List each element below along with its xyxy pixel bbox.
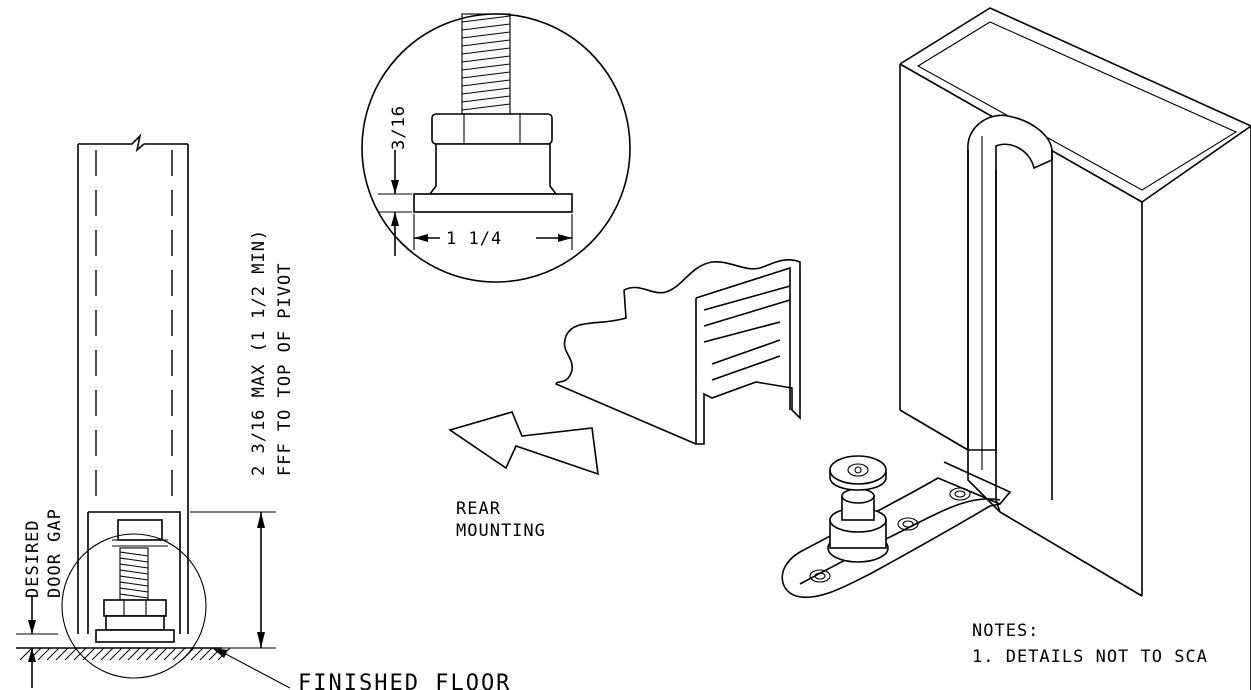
- door-elevation: DESIRED DOOR GAP 2 3/16 MAX (1 1/2 MIN) …: [16, 133, 511, 690]
- hatch-line: [46, 647, 60, 661]
- hatch-line: [64, 647, 78, 661]
- hatch-line: [55, 647, 69, 661]
- thread-line: [461, 63, 511, 71]
- finished-floor-label: FINISHED FLOOR: [298, 671, 511, 690]
- hatch-line: [109, 647, 123, 661]
- hatch-line: [199, 647, 213, 661]
- hatch-line: [181, 647, 195, 661]
- hatch-line: [100, 647, 114, 661]
- hatch-line: [91, 647, 105, 661]
- rear-label-1: REAR: [456, 499, 501, 519]
- detail-width-label: 1 1/4: [446, 229, 502, 249]
- vertical-dimension-label-1: 2 3/16 MAX (1 1/2 MIN): [249, 229, 269, 476]
- hatch-line: [172, 647, 186, 661]
- notes-block: NOTES: 1. DETAILS NOT TO SCA: [972, 621, 1208, 667]
- vertical-dimension-label-2: FFF TO TOP OF PIVOT: [275, 263, 295, 476]
- notes-title: NOTES:: [972, 621, 1039, 641]
- threaded-stud: [119, 547, 149, 601]
- thread-line: [461, 55, 511, 63]
- hatch-line: [136, 647, 150, 661]
- hatch-line: [163, 647, 177, 661]
- hatch-line: [145, 647, 159, 661]
- thread-line: [461, 31, 511, 39]
- hatch-line: [154, 647, 168, 661]
- hatch-line: [73, 647, 87, 661]
- thread-line: [461, 47, 511, 55]
- desired-gap-label-2: DOOR GAP: [45, 508, 65, 598]
- hatch-line: [19, 647, 33, 661]
- note-1: 1. DETAILS NOT TO SCA: [972, 647, 1208, 667]
- thread-line: [461, 71, 511, 79]
- thread-line: [461, 103, 511, 111]
- detail-height-label: 3/16: [389, 105, 409, 150]
- hatch-line: [82, 647, 96, 661]
- enlarged-detail: 3/16 1 1/4: [361, 13, 631, 283]
- hatch-line: [190, 647, 204, 661]
- rear-mounting-view: REAR MOUNTING: [448, 259, 801, 541]
- detail-callout-circle: [61, 533, 207, 679]
- thread-line: [461, 15, 511, 23]
- hatch-line: [127, 647, 141, 661]
- thread-line: [461, 39, 511, 47]
- desired-gap-label-1: DESIRED: [23, 519, 43, 598]
- thread-line: [461, 79, 511, 87]
- rear-label-2: MOUNTING: [456, 521, 546, 541]
- thread-line: [461, 23, 511, 31]
- thread-line: [461, 87, 511, 95]
- thread-line: [461, 95, 511, 103]
- floor-hatch: [19, 647, 231, 661]
- isometric-door-view: [781, 7, 1251, 690]
- hatch-line: [118, 647, 132, 661]
- hatch-line: [37, 647, 51, 661]
